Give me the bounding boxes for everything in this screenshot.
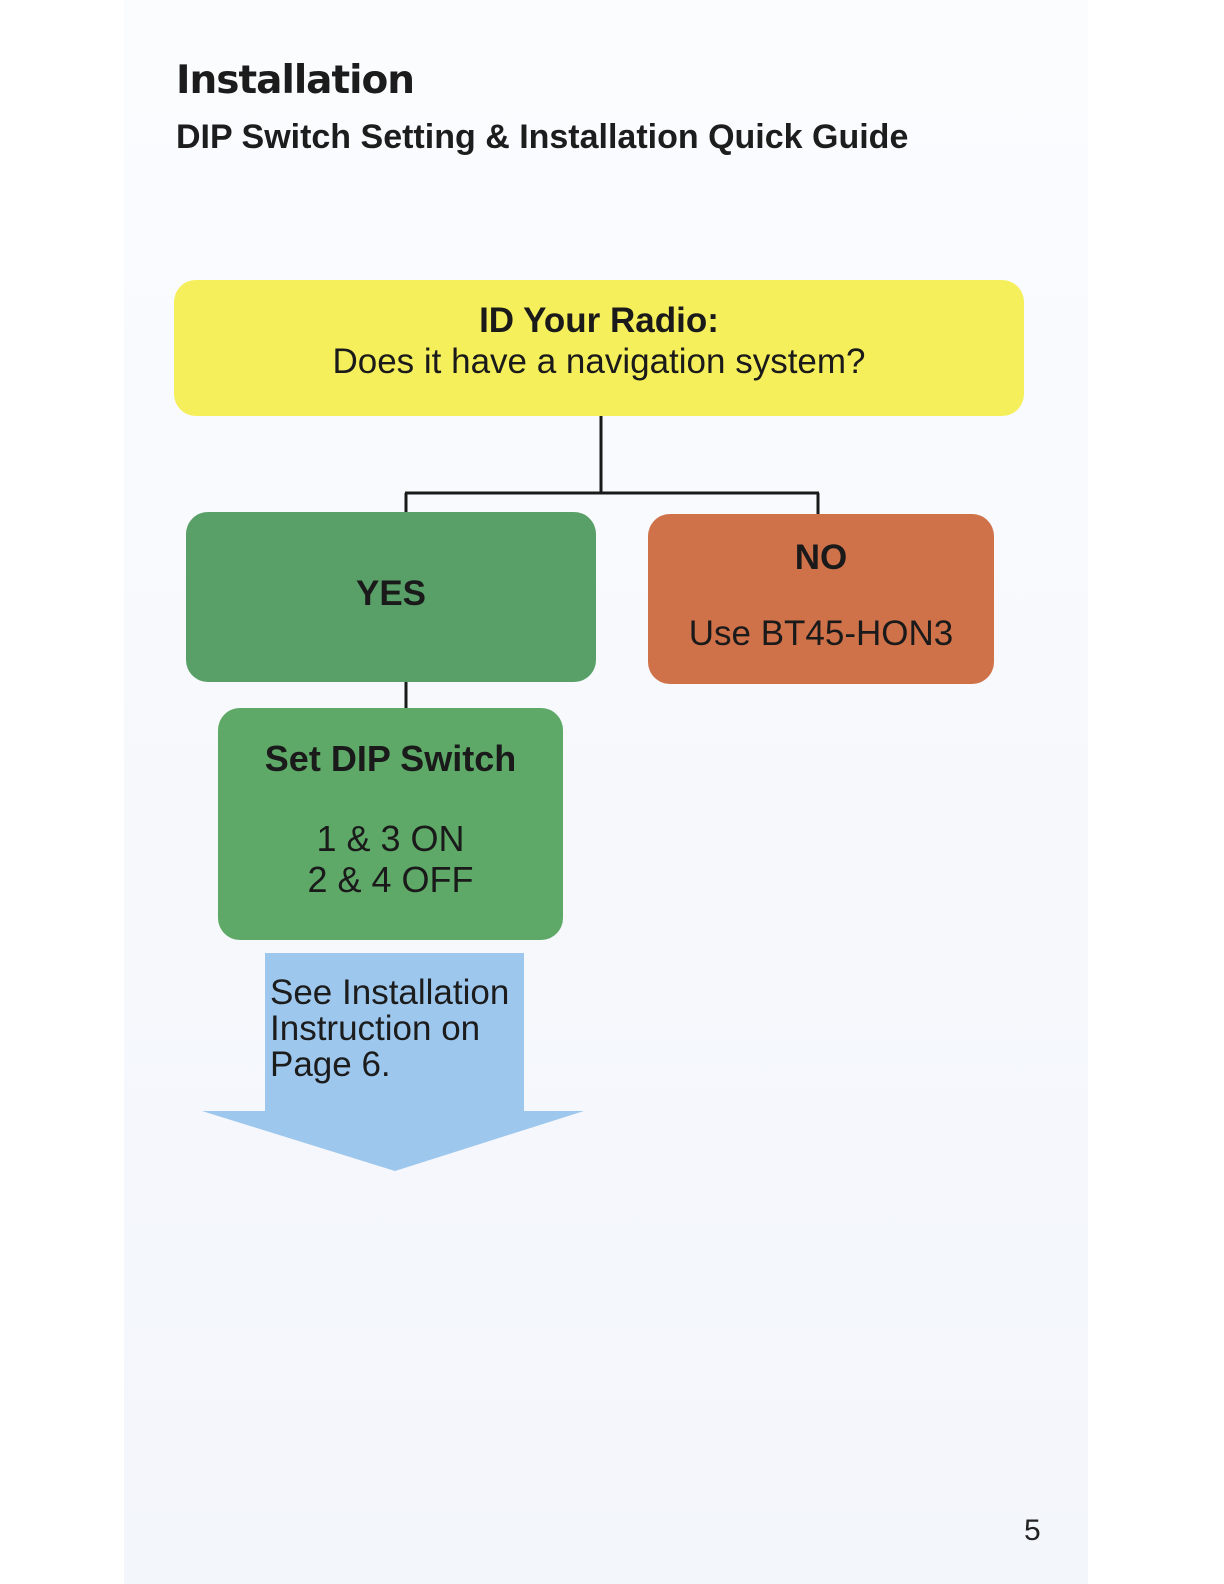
no-label: NO [648,538,994,578]
next-step-line-3: Page 6. [270,1047,530,1083]
question-title: ID Your Radio: [174,300,1024,342]
dip-switch-box: Set DIP Switch 1 & 3 ON 2 & 4 OFF [218,708,563,940]
next-step-text: See Installation Instruction on Page 6. [270,975,530,1083]
question-box: ID Your Radio: Does it have a navigation… [174,280,1024,416]
next-step-line-2: Instruction on [270,1011,530,1047]
dip-switch-on: 1 & 3 ON [218,818,563,859]
dip-switch-off: 2 & 4 OFF [218,859,563,900]
no-instruction: Use BT45-HON3 [648,614,994,654]
yes-label: YES [186,574,596,614]
question-text: Does it have a navigation system? [174,342,1024,382]
no-box: NO Use BT45-HON3 [648,514,994,684]
dip-switch-title: Set DIP Switch [218,738,563,780]
page-number: 5 [1024,1514,1041,1548]
yes-box: YES [186,512,596,682]
next-step-line-1: See Installation [270,975,530,1011]
